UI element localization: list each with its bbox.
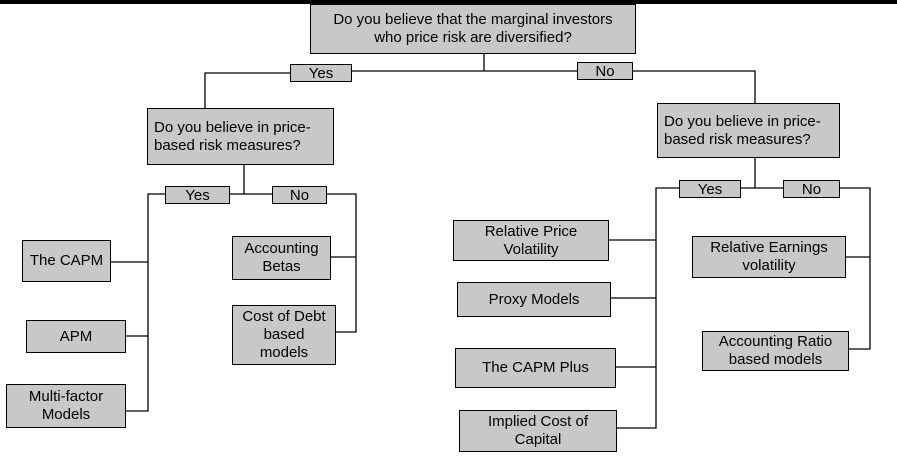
- leaf-multi-factor: Multi-factor Models: [6, 384, 126, 428]
- left-no-label: No: [272, 186, 327, 204]
- right-yes-label: Yes: [679, 180, 741, 198]
- root-question: Do you believe that the marginal investo…: [310, 4, 636, 54]
- leaf-accounting-ratio-models: Accounting Ratio based models: [702, 331, 849, 371]
- leaf-proxy-models: Proxy Models: [457, 282, 611, 317]
- right-no-label: No: [783, 180, 840, 198]
- leaf-relative-earnings-volatility: Relative Earnings volatility: [692, 236, 846, 278]
- leaf-accounting-betas: Accounting Betas: [232, 236, 331, 280]
- root-no-label: No: [577, 62, 633, 80]
- connector: [327, 193, 357, 333]
- connector: [126, 193, 165, 412]
- leaf-capm-plus: The CAPM Plus: [455, 348, 616, 388]
- connector: [840, 187, 871, 350]
- leaf-capm: The CAPM: [22, 240, 111, 282]
- right-question: Do you believe in price- based risk meas…: [657, 103, 840, 158]
- connector: [633, 70, 756, 103]
- connector: [617, 187, 679, 429]
- left-yes-label: Yes: [165, 186, 230, 204]
- connector: [204, 72, 290, 108]
- left-question: Do you believe in price- based risk meas…: [147, 108, 334, 165]
- leaf-relative-price-volatility: Relative Price Volatility: [453, 220, 609, 261]
- leaf-apm: APM: [26, 320, 126, 353]
- root-yes-label: Yes: [290, 64, 352, 82]
- leaf-implied-cost-of-capital: Implied Cost of Capital: [459, 410, 617, 452]
- top-border-rule: [0, 0, 897, 4]
- leaf-cost-of-debt: Cost of Debt based models: [232, 305, 336, 365]
